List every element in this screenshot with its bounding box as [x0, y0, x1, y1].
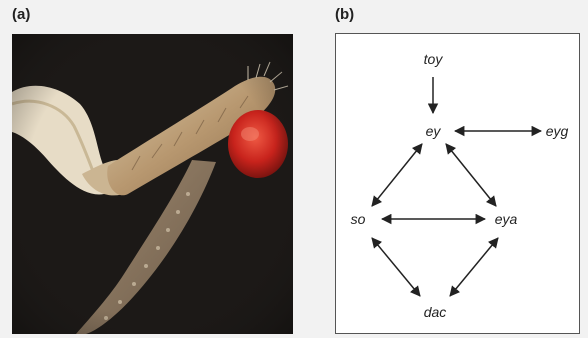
gene-network-diagram: toy ey eyg so eya dac	[335, 33, 580, 334]
gene-eya: eya	[495, 211, 518, 227]
panel-b-label: (b)	[335, 6, 354, 23]
edge-so-dac	[372, 238, 420, 296]
edge-ey-so	[372, 144, 422, 206]
fly-leg-photo	[12, 34, 293, 334]
gene-network-svg: toy ey eyg so eya dac	[336, 34, 581, 335]
fly-leg-with-ectopic-eye-icon	[12, 34, 293, 334]
gene-dac: dac	[424, 304, 447, 320]
gene-toy: toy	[424, 51, 444, 67]
edge-ey-eya	[446, 144, 496, 206]
edge-eya-dac	[450, 238, 498, 296]
gene-so: so	[351, 211, 366, 227]
panel-a-label: (a)	[12, 6, 30, 23]
gene-ey: ey	[426, 123, 442, 139]
gene-eyg: eyg	[546, 123, 569, 139]
